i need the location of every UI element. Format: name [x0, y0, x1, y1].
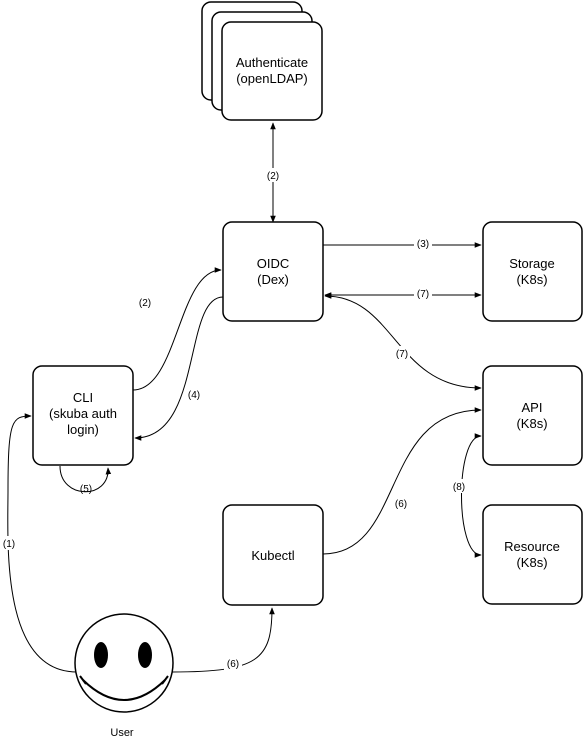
edge-label-storage-oidc: (7) [417, 289, 429, 300]
edge-oidc-cli [134, 296, 224, 441]
edge-label-bg [224, 656, 242, 670]
edge-label-bg [414, 237, 432, 250]
edge-label-bg [186, 387, 202, 401]
edge-label-kubectl-api: (6) [395, 499, 407, 510]
edge-label-bg [1, 536, 17, 550]
user-left-eye [94, 642, 108, 668]
edge-user-kubectl [171, 607, 275, 673]
edge-label-oidc-storage: (3) [417, 239, 429, 250]
edge-label-cli-self: (5) [80, 484, 92, 495]
user-smile-ends [79, 675, 169, 685]
storage-label: Storage [509, 256, 555, 271]
edge-cli-oidc [132, 267, 222, 391]
edge-label-user-kubectl: (6) [227, 659, 239, 670]
cli-sublabel-2: login) [67, 422, 99, 437]
edge-kubectl-api [322, 407, 482, 555]
authenticate-label: Authenticate [236, 55, 308, 70]
storage-sublabel: (K8s) [516, 272, 547, 287]
oidc-node: OIDC (Dex) [222, 221, 324, 322]
cli-sublabel: (skuba auth [49, 406, 117, 421]
edge-label-bg [393, 496, 409, 510]
cli-node: CLI (skuba auth login) [32, 365, 134, 466]
oidc-sublabel: (Dex) [257, 272, 289, 287]
api-label: API [522, 400, 543, 415]
oidc-label: OIDC [257, 256, 290, 271]
api-node: API (K8s) [482, 365, 583, 466]
resource-label: Resource [504, 539, 560, 554]
edge-api-resource [461, 433, 482, 558]
edge-label-api-resource: (8) [453, 482, 465, 493]
authenticate-node: Authenticate (openLDAP) [201, 1, 323, 121]
api-sublabel: (K8s) [516, 416, 547, 431]
edge-user-cli [7, 413, 78, 673]
kubectl-label: Kubectl [251, 548, 294, 563]
user-face [74, 613, 174, 713]
authenticate-sublabel: (openLDAP) [236, 71, 308, 86]
user-node: User [74, 613, 174, 739]
storage-node: Storage (K8s) [482, 221, 583, 322]
edge-label-cli-oidc: (2) [139, 298, 151, 309]
resource-sublabel: (K8s) [516, 555, 547, 570]
edge-label-oidc-cli: (4) [188, 390, 200, 401]
user-right-eye [138, 642, 152, 668]
edge-cli-self [59, 465, 112, 493]
edge-label-oidc-api: (7) [396, 349, 408, 360]
cli-label: CLI [73, 390, 93, 405]
edge-label-bg [451, 479, 467, 493]
user-label: User [110, 727, 134, 739]
resource-node: Resource (K8s) [482, 504, 583, 605]
edge-label-user-cli: (1) [3, 539, 15, 550]
edge-label-bg [394, 346, 410, 360]
edge-label-auth-oidc: (2) [267, 171, 279, 182]
edge-label-bg [265, 168, 281, 182]
edge-oidc-api [324, 293, 482, 391]
kubectl-node: Kubectl [222, 504, 324, 606]
user-smile [82, 679, 166, 701]
